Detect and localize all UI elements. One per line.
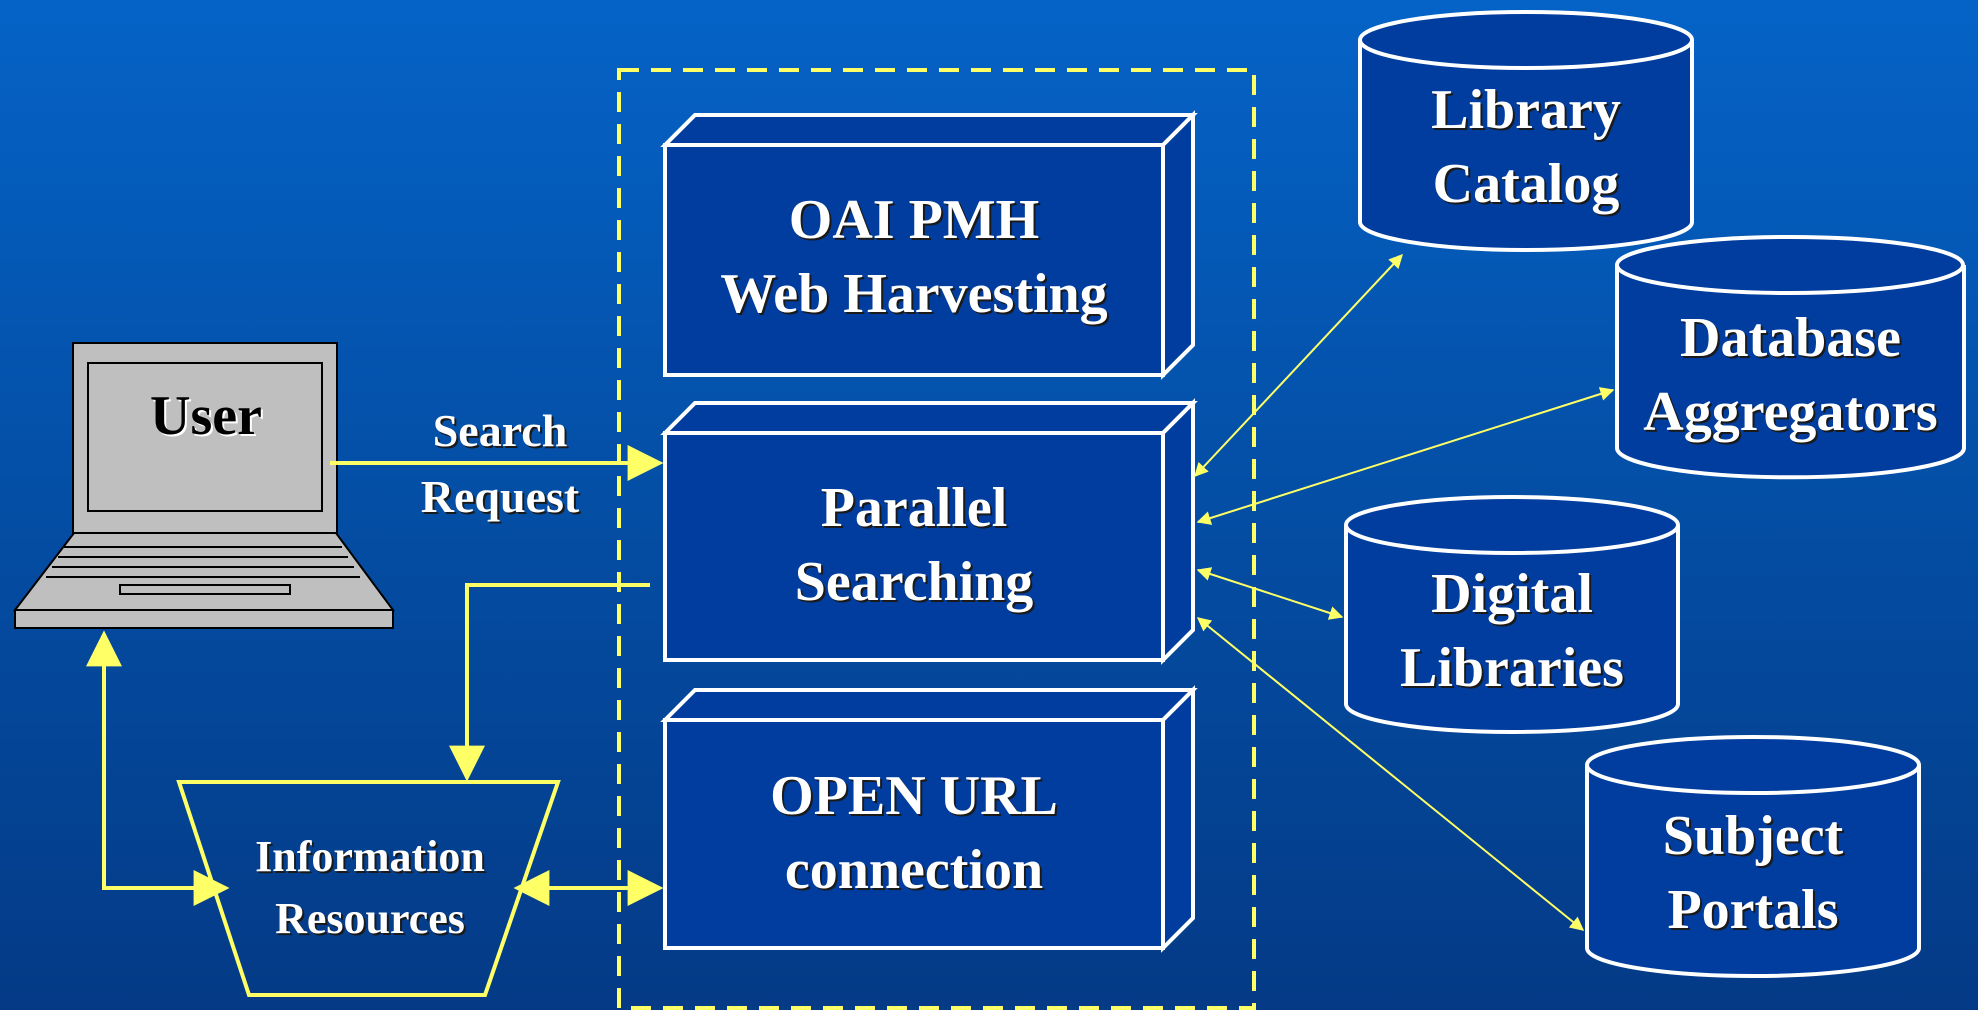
digital-line1: Digital	[1431, 563, 1593, 625]
digital-line2: Libraries	[1400, 637, 1624, 699]
source-label-portals: Subject Portals	[1587, 808, 1919, 938]
module-label-oai: OAI PMH Web Harvesting	[665, 192, 1163, 322]
module-box-parallel	[660, 398, 1198, 665]
cylinder-library	[1358, 10, 1694, 252]
openurl-line2: connection	[784, 839, 1044, 901]
source-label-aggregators: Database Aggregators	[1617, 310, 1964, 440]
laptop-icon	[12, 342, 395, 629]
info-resources-line1: Information	[255, 832, 485, 881]
portals-line1: Subject	[1662, 805, 1844, 867]
module-label-parallel: Parallel Searching	[665, 480, 1163, 610]
oai-line2: Web Harvesting	[720, 263, 1108, 325]
portals-line2: Portals	[1667, 879, 1839, 941]
info-resources-shape	[176, 780, 561, 997]
source-label-digital: Digital Libraries	[1346, 566, 1678, 696]
aggregators-line1: Database	[1680, 307, 1901, 369]
user-label: User	[150, 385, 262, 447]
resources-to-user-arrow	[86, 630, 230, 906]
module-box-openurl	[660, 685, 1198, 953]
parallel-portals-arrow	[1196, 617, 1585, 931]
search-request-label: Search Request	[380, 408, 620, 520]
parallel-to-resources-arrow	[449, 583, 650, 782]
parallel-digital-arrow	[1196, 567, 1344, 620]
cylinder-aggregators	[1615, 235, 1966, 480]
info-resources-label: Information Resources	[210, 835, 530, 941]
aggregators-line2: Aggregators	[1643, 381, 1938, 443]
parallel-line2: Searching	[794, 551, 1034, 613]
system-boundary	[617, 68, 1256, 1010]
module-box-oai	[660, 110, 1198, 380]
search-request-line1: Search	[432, 405, 568, 456]
module-label-openurl: OPEN URL connection	[665, 768, 1163, 898]
parallel-aggregators-arrow	[1196, 387, 1615, 525]
oai-line1: OAI PMH	[788, 189, 1040, 251]
info-resources-line2: Resources	[275, 894, 465, 943]
openurl-line1: OPEN URL	[770, 765, 1058, 827]
search-request-line2: Request	[420, 471, 580, 522]
parallel-line1: Parallel	[820, 477, 1008, 539]
parallel-library-arrow	[1194, 253, 1403, 478]
source-label-library: Library Catalog	[1360, 82, 1692, 212]
cylinder-portals	[1585, 735, 1921, 978]
library-line2: Catalog	[1432, 153, 1620, 215]
library-line1: Library	[1431, 79, 1621, 141]
